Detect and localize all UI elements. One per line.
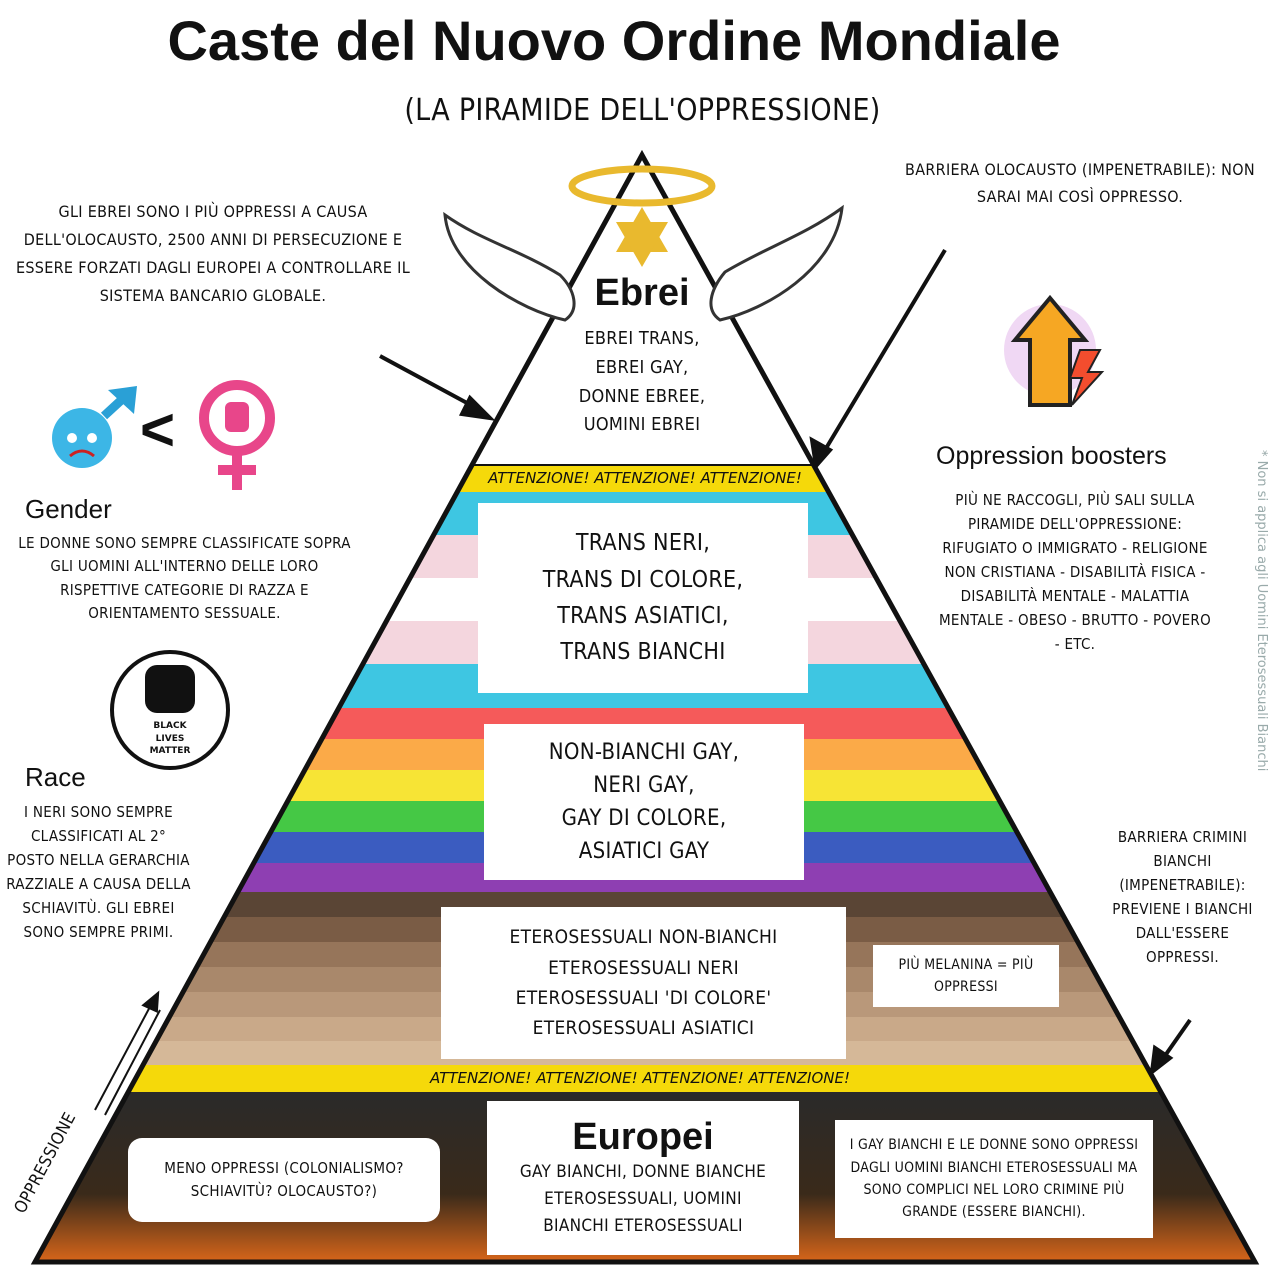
- jews-note: GLI EBREI SONO I PIÙ OPPRESSI A CAUSA DE…: [15, 202, 411, 305]
- list-item: NON-BIANCHI GAY,: [548, 740, 740, 765]
- left-wing-icon: [443, 211, 576, 322]
- halo-icon: [568, 165, 716, 207]
- venus-fist-icon: [199, 380, 275, 490]
- mars-angry-icon: [52, 386, 137, 468]
- oppression-booster-icon: [1004, 294, 1105, 407]
- tier-heading-europei: Europei: [572, 1115, 714, 1158]
- list-item: EBREI GAY,: [595, 356, 689, 378]
- list-item: GAY DI COLORE,: [561, 806, 727, 831]
- list-item: UOMINI EBREI: [583, 414, 701, 436]
- tier-heading-ebrei: Ebrei: [594, 272, 690, 314]
- tier-ebrei-list: EBREI TRANS, EBREI GAY, DONNE EBREE, UOM…: [540, 325, 744, 440]
- blm-fist-logo: [110, 650, 230, 770]
- caution-tape-bottom: [35, 1065, 1255, 1092]
- less-than-symbol: <: [140, 396, 176, 463]
- holocaust-barrier-note: BARRIERA OLOCAUSTO (IMPENETRABILE): NON …: [905, 160, 1255, 207]
- bottom-left-note: MENO OPPRESSI (COLONIALISMO? SCHIAVITÙ? …: [128, 1138, 440, 1222]
- tier-europei-box: Europei GAY BIANCHI, DONNE BIANCHE ETERO…: [487, 1101, 799, 1255]
- page-subtitle: (LA PIRAMIDE DELL'OPPRESSIONE): [404, 93, 881, 128]
- list-item: ETEROSESSUALI NERI: [548, 956, 739, 979]
- race-text: I NERI SONO SEMPRE CLASSIFICATI AL 2° PO…: [6, 803, 191, 941]
- list-item: BIANCHI ETEROSESSUALI: [543, 1216, 743, 1237]
- list-item: EBREI TRANS,: [584, 328, 700, 349]
- list-item: GAY BIANCHI, DONNE BIANCHE: [519, 1161, 767, 1182]
- tier-hetero-box: ETEROSESSUALI NON-BIANCHI ETEROSESSUALI …: [441, 907, 846, 1059]
- list-item: ETEROSESSUALI ASIATICI: [532, 1017, 755, 1040]
- gender-text: LE DONNE SONO SEMPRE CLASSIFICATE SOPRA …: [18, 534, 351, 622]
- boosters-text: PIÙ NE RACCOGLI, PIÙ SALI SULLA PIRAMIDE…: [938, 491, 1211, 653]
- right-wing-icon: [709, 204, 844, 322]
- list-item: TRANS DI COLORE,: [542, 566, 744, 593]
- gender-heading: Gender: [25, 494, 112, 524]
- melanin-note: PIÙ MELANINA = PIÙ OPPRESSI: [873, 945, 1059, 1007]
- star-of-david-icon: [616, 207, 668, 267]
- boosters-heading: Oppression boosters: [936, 442, 1167, 470]
- list-item: TRANS ASIATICI,: [557, 603, 729, 629]
- list-item: NERI GAY,: [593, 773, 695, 798]
- blm-logo-text: BLACK LIVES MATTER: [149, 721, 191, 757]
- caution-text-top: ATTENZIONE! ATTENZIONE! ATTENZIONE!: [488, 469, 802, 487]
- caution-text-bottom: ATTENZIONE! ATTENZIONE! ATTENZIONE! ATTE…: [430, 1069, 850, 1087]
- list-item: DONNE EBREE,: [578, 385, 706, 407]
- list-item: TRANS NERI,: [575, 530, 711, 557]
- race-heading: Race: [25, 762, 86, 792]
- page-title: Caste del Nuovo Ordine Mondiale: [167, 9, 1061, 72]
- footnote: * Non si applica agli Uomini Eterosessua…: [1254, 450, 1269, 772]
- bottom-right-note: I GAY BIANCHI E LE DONNE SONO OPPRESSI D…: [835, 1120, 1153, 1238]
- list-item: ETEROSESSUALI, UOMINI: [544, 1188, 742, 1209]
- list-item: ETEROSESSUALI NON-BIANCHI: [509, 926, 778, 949]
- tier-trans-box: TRANS NERI, TRANS DI COLORE, TRANS ASIAT…: [478, 503, 808, 693]
- list-item: ASIATICI GAY: [578, 839, 710, 864]
- list-item: TRANS BIANCHI: [560, 639, 726, 666]
- crime-barrier-note: BARRIERA CRIMINI BIANCHI (IMPENETRABILE)…: [1112, 828, 1253, 966]
- tier-gay-box: NON-BIANCHI GAY, NERI GAY, GAY DI COLORE…: [484, 724, 804, 880]
- list-item: ETEROSESSUALI 'DI COLORE': [515, 987, 772, 1009]
